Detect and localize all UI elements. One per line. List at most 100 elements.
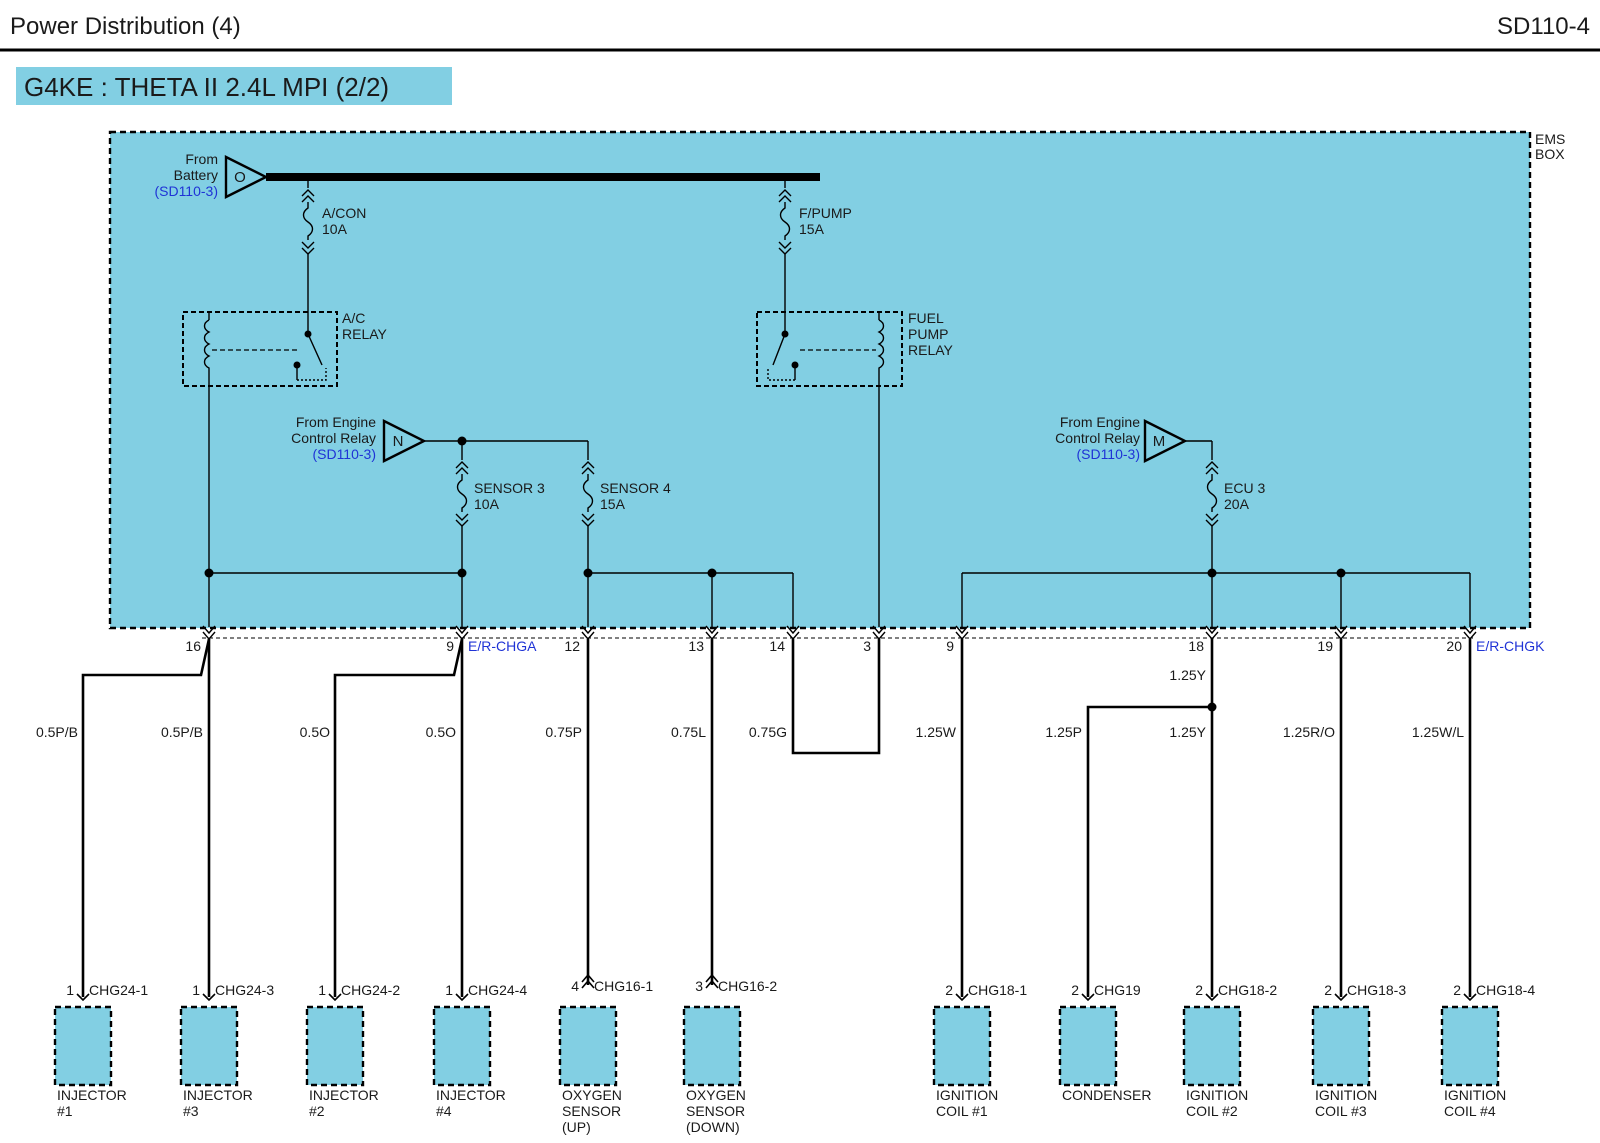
component-box xyxy=(53,1005,113,1087)
fuel-relay-label-3: RELAY xyxy=(908,342,954,358)
ac-relay-label-2: RELAY xyxy=(342,326,388,342)
component-pin-number: 1 xyxy=(192,982,200,998)
fuse-sensor3-name: SENSOR 3 xyxy=(474,480,545,496)
ecr-m-label-2: Control Relay xyxy=(1055,430,1140,446)
component-box xyxy=(1182,1005,1242,1087)
wire-label-coil2: 1.25Y xyxy=(1169,724,1206,740)
wire-label-inj1: 0.5P/B xyxy=(36,724,78,740)
component-connector-label: CHG18-3 xyxy=(1347,982,1406,998)
component-pin-number: 2 xyxy=(1453,982,1461,998)
component-connector-label: CHG16-2 xyxy=(718,978,777,994)
ecr-m-label-1: From Engine xyxy=(1060,414,1140,430)
component-label: SENSOR xyxy=(686,1103,745,1119)
ecr-m-symbol-letter: M xyxy=(1153,433,1166,450)
component-pin-number: 2 xyxy=(1071,982,1079,998)
pin-19: 19 xyxy=(1317,638,1333,654)
component-pin-number: 4 xyxy=(571,978,579,994)
ac-relay-switch-icon xyxy=(293,330,327,381)
fuse-sensor4-name: SENSOR 4 xyxy=(600,480,671,496)
component-label: #3 xyxy=(183,1103,199,1119)
wire-label-coil4: 1.25W/L xyxy=(1412,724,1464,740)
component-box xyxy=(1058,1005,1118,1087)
fuse-sensor3-rating: 10A xyxy=(474,496,500,512)
component-label: INJECTOR xyxy=(436,1087,506,1103)
battery-source-symbol xyxy=(224,155,269,199)
component-label: INJECTOR xyxy=(57,1087,127,1103)
engine-label: G4KE : THETA II 2.4L MPI (2/2) xyxy=(24,72,389,102)
connector-chevron-icon xyxy=(1334,993,1348,1002)
component-label: IGNITION xyxy=(1444,1087,1506,1103)
fuel-relay-label-2: PUMP xyxy=(908,326,948,342)
fuse-fpump-rating: 15A xyxy=(799,221,825,237)
wire-label-coil3: 1.25R/O xyxy=(1283,724,1335,740)
pin-12: 12 xyxy=(564,638,580,654)
ecr-m-ref: (SD110-3) xyxy=(1076,446,1140,462)
ac-relay-coil-icon xyxy=(203,312,300,386)
component-label: COIL #2 xyxy=(1186,1103,1238,1119)
component-pin-number: 1 xyxy=(445,982,453,998)
component-box xyxy=(1440,1005,1500,1087)
component-connector-label: CHG16-1 xyxy=(594,978,653,994)
page-title: Power Distribution (4) xyxy=(10,13,241,40)
component-connector-label: CHG19 xyxy=(1094,982,1141,998)
component-label: IGNITION xyxy=(1186,1087,1248,1103)
connector-chevron-icon xyxy=(202,993,216,1002)
ecr-n-source-symbol xyxy=(382,419,427,463)
component-connector-label: CHG18-1 xyxy=(968,982,1027,998)
component-box xyxy=(179,1005,239,1087)
wire-label-o2down: 0.75L xyxy=(671,724,706,740)
component-label: #2 xyxy=(309,1103,325,1119)
fuse-ecu3-rating: 20A xyxy=(1224,496,1250,512)
wire-label-o2up: 0.75P xyxy=(545,724,582,740)
ems-box-label-1: EMS xyxy=(1535,131,1565,147)
ecr-n-ref: (SD110-3) xyxy=(312,446,376,462)
component-label: CONDENSER xyxy=(1062,1087,1151,1103)
ecr-n-symbol-letter: N xyxy=(393,433,404,450)
ecr-m-source-symbol xyxy=(1143,419,1188,463)
connector-chga-label: E/R-CHGA xyxy=(468,638,537,654)
component-connector-label: CHG24-4 xyxy=(468,982,527,998)
pin-16: 16 xyxy=(185,638,201,654)
component-box xyxy=(432,1005,492,1087)
wire-label-inj4: 0.5O xyxy=(426,724,456,740)
fuse-acon-icon xyxy=(301,189,315,255)
fuse-acon-rating: 10A xyxy=(322,221,348,237)
fuse-fpump-name: F/PUMP xyxy=(799,205,852,221)
pin-9-chgk: 9 xyxy=(946,638,954,654)
pin-20: 20 xyxy=(1446,638,1462,654)
component-pin-number: 2 xyxy=(945,982,953,998)
component-label: #1 xyxy=(57,1103,73,1119)
connector-chevron-icon xyxy=(76,993,90,1002)
connector-chevron-icon xyxy=(705,973,719,989)
fuse-sensor4-icon xyxy=(581,461,595,527)
component-label: COIL #4 xyxy=(1444,1103,1496,1119)
component-pin-number: 2 xyxy=(1195,982,1203,998)
component-label: IGNITION xyxy=(936,1087,998,1103)
component-label: (UP) xyxy=(562,1119,591,1135)
component-pin-number: 3 xyxy=(695,978,703,994)
component-label: (DOWN) xyxy=(686,1119,740,1135)
component-label: IGNITION xyxy=(1315,1087,1377,1103)
component-connector-label: CHG24-2 xyxy=(341,982,400,998)
component-box xyxy=(682,1005,742,1087)
connector-chevron-icon xyxy=(1081,993,1095,1002)
wire-label-coil1: 1.25W xyxy=(916,724,957,740)
ac-relay-box xyxy=(182,311,338,387)
component-pin-number: 2 xyxy=(1324,982,1332,998)
component-label: OXYGEN xyxy=(686,1087,746,1103)
pin-3: 3 xyxy=(863,638,871,654)
component-label: COIL #3 xyxy=(1315,1103,1367,1119)
engine-label-bg xyxy=(16,67,452,105)
ems-box xyxy=(108,130,1532,630)
pin-13: 13 xyxy=(688,638,704,654)
ems-box-label-2: BOX xyxy=(1535,146,1565,162)
component-box xyxy=(1311,1005,1371,1087)
component-label: OXYGEN xyxy=(562,1087,622,1103)
component-label: COIL #1 xyxy=(936,1103,988,1119)
wire-label-loop: 0.75G xyxy=(749,724,787,740)
connector-chevron-icon xyxy=(955,993,969,1002)
pin-18: 18 xyxy=(1188,638,1204,654)
wire-label-inj2: 0.5O xyxy=(300,724,330,740)
connector-chevron-icon xyxy=(581,973,595,989)
